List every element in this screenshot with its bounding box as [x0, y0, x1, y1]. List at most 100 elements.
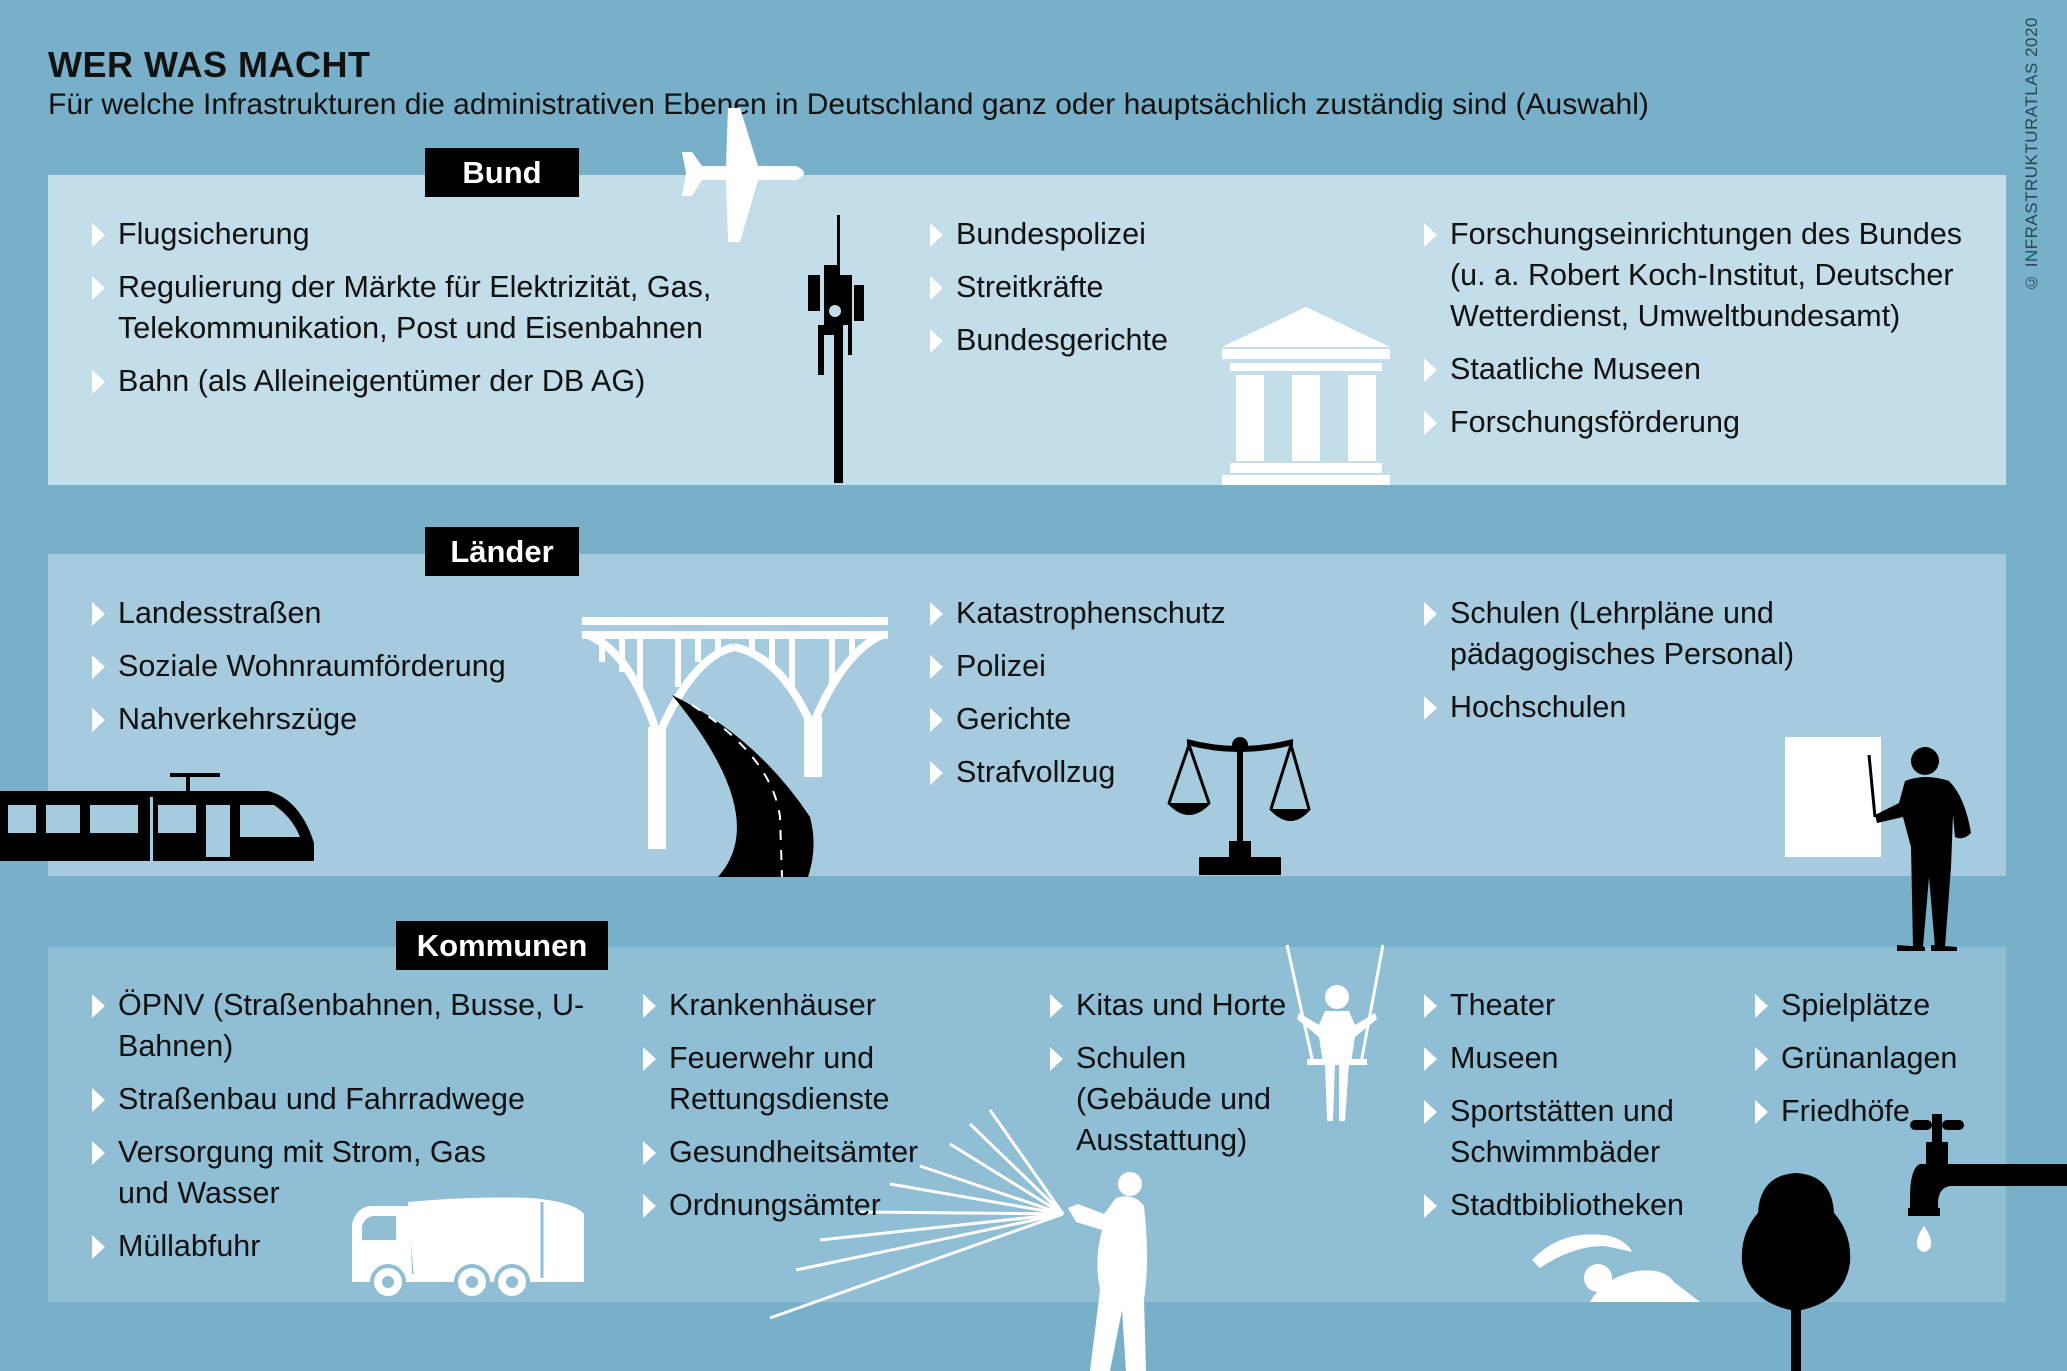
bullet-icon [92, 370, 105, 394]
list-item: Schulen (Gebäude und Ausstattung) [1050, 1038, 1310, 1161]
list-item: Kitas und Horte [1050, 985, 1310, 1026]
list-item: Flugsicherung [92, 214, 732, 255]
bullet-icon [930, 276, 943, 300]
teacher-icon [1785, 737, 1971, 951]
swing-child-icon [1285, 944, 1385, 1121]
bullet-icon [92, 223, 105, 247]
bullet-icon [92, 602, 105, 626]
bund-col1-list: Flugsicherung Regulierung der Märkte für… [92, 214, 732, 414]
tree-icon [1741, 1173, 1851, 1371]
water-tap-icon [1908, 1114, 2067, 1252]
antenna-mast-icon [808, 215, 864, 483]
bullet-icon [1755, 994, 1768, 1018]
bullet-icon [643, 994, 656, 1018]
laender-col3-list: Schulen (Lehrpläne und pädagogisches Per… [1424, 593, 1874, 740]
scales-icon [1167, 737, 1311, 875]
list-item: Friedhöfe [1755, 1091, 2015, 1132]
laender-panel [48, 554, 2006, 876]
bullet-icon [1424, 358, 1437, 382]
list-item: Spielplätze [1755, 985, 2015, 1026]
list-item: Streitkräfte [930, 267, 1290, 308]
list-item: Nahverkehrszüge [92, 699, 552, 740]
list-item: Versorgung mit Strom, Gas und Wasser [92, 1132, 612, 1214]
government-building-icon [1222, 307, 1390, 485]
list-item: Bundespolizei [930, 214, 1290, 255]
list-item: Katastrophenschutz [930, 593, 1290, 634]
swimmer-icon [1532, 1234, 1700, 1302]
list-item: Landesstraßen [92, 593, 552, 634]
list-item: Schulen (Lehrpläne und pädagogisches Per… [1424, 593, 1874, 675]
list-item: Strafvollzug [930, 752, 1290, 793]
copyright-credit: © INFRASTRUKTURATLAS 2020 [2022, 17, 2041, 292]
bullet-icon [930, 655, 943, 679]
list-item: ÖPNV (Straßenbahnen, Busse, U-Bahnen) [92, 985, 612, 1067]
kommunen-col1-list: ÖPNV (Straßenbahnen, Busse, U-Bahnen) St… [92, 985, 612, 1279]
bullet-icon [92, 1235, 105, 1259]
bund-panel [48, 175, 2006, 485]
kommunen-col2-list: Krankenhäuser Feuerwehr und Rettungsdien… [643, 985, 983, 1238]
list-item: Forschungseinrichtungen des Bundes (u. a… [1424, 214, 1964, 337]
list-item: Regulierung der Märkte für Elektrizität,… [92, 267, 732, 349]
list-item: Müllabfuhr [92, 1226, 612, 1267]
bullet-icon [643, 1047, 656, 1071]
bund-col3-list: Forschungseinrichtungen des Bundes (u. a… [1424, 214, 1964, 455]
list-item: Sportstätten und Schwimmbäder [1424, 1091, 1724, 1173]
list-item: Bahn (als Alleineigentümer der DB AG) [92, 361, 732, 402]
bullet-icon [92, 1141, 105, 1165]
bullet-icon [930, 708, 943, 732]
list-item: Feuerwehr und Rettungsdienste [643, 1038, 983, 1120]
airplane-icon [682, 108, 804, 242]
bund-label: Bund [425, 148, 579, 197]
bullet-icon [92, 655, 105, 679]
kommunen-col5-list: Spielplätze Grünanlagen Friedhöfe [1755, 985, 2015, 1144]
bullet-icon [1755, 1047, 1768, 1071]
bullet-icon [1424, 994, 1437, 1018]
bullet-icon [92, 994, 105, 1018]
list-item: Forschungsförderung [1424, 402, 1964, 443]
bund-col2-list: Bundespolizei Streitkräfte Bundesgericht… [930, 214, 1290, 373]
garbage-truck-icon [352, 1197, 584, 1300]
bullet-icon [1424, 223, 1437, 247]
laender-label: Länder [425, 527, 579, 576]
bullet-icon [1424, 602, 1437, 626]
list-item: Gerichte [930, 699, 1290, 740]
list-item: Soziale Wohnraumförderung [92, 646, 552, 687]
page-title: WER WAS MACHT [48, 44, 371, 85]
list-item: Bundesgerichte [930, 320, 1290, 361]
kommunen-col4-list: Theater Museen Sportstätten und Schwimmb… [1424, 985, 1724, 1238]
bullet-icon [1424, 1194, 1437, 1218]
list-item: Ordnungsämter [643, 1185, 983, 1226]
laender-col1-list: Landesstraßen Soziale Wohnraumförderung … [92, 593, 552, 752]
bullet-icon [92, 276, 105, 300]
kommunen-label: Kommunen [396, 921, 608, 970]
bullet-icon [930, 602, 943, 626]
train-icon [0, 773, 314, 861]
bridge-road-icon [582, 617, 888, 878]
list-item: Gesundheitsämter [643, 1132, 983, 1173]
list-item: Staatliche Museen [1424, 349, 1964, 390]
list-item: Museen [1424, 1038, 1724, 1079]
list-item: Theater [1424, 985, 1724, 1026]
bullet-icon [930, 223, 943, 247]
bullet-icon [1424, 411, 1437, 435]
list-item: Stadtbibliotheken [1424, 1185, 1724, 1226]
list-item: Hochschulen [1424, 687, 1874, 728]
bullet-icon [92, 708, 105, 732]
bullet-icon [1424, 696, 1437, 720]
bullet-icon [930, 329, 943, 353]
list-item: Straßenbau und Fahrradwege [92, 1079, 612, 1120]
kommunen-col3-list: Kitas und Horte Schulen (Gebäude und Aus… [1050, 985, 1310, 1173]
page-subtitle: Für welche Infrastrukturen die administr… [48, 88, 1649, 121]
firefighter-icon [769, 1109, 1147, 1371]
bullet-icon [92, 1088, 105, 1112]
bullet-icon [1050, 1047, 1063, 1071]
bullet-icon [643, 1194, 656, 1218]
laender-col2-list: Katastrophenschutz Polizei Gerichte Stra… [930, 593, 1290, 805]
bullet-icon [1050, 994, 1063, 1018]
list-item: Krankenhäuser [643, 985, 983, 1026]
bullet-icon [930, 761, 943, 785]
bullet-icon [643, 1141, 656, 1165]
bullet-icon [1424, 1047, 1437, 1071]
list-item: Polizei [930, 646, 1290, 687]
list-item: Grünanlagen [1755, 1038, 2015, 1079]
